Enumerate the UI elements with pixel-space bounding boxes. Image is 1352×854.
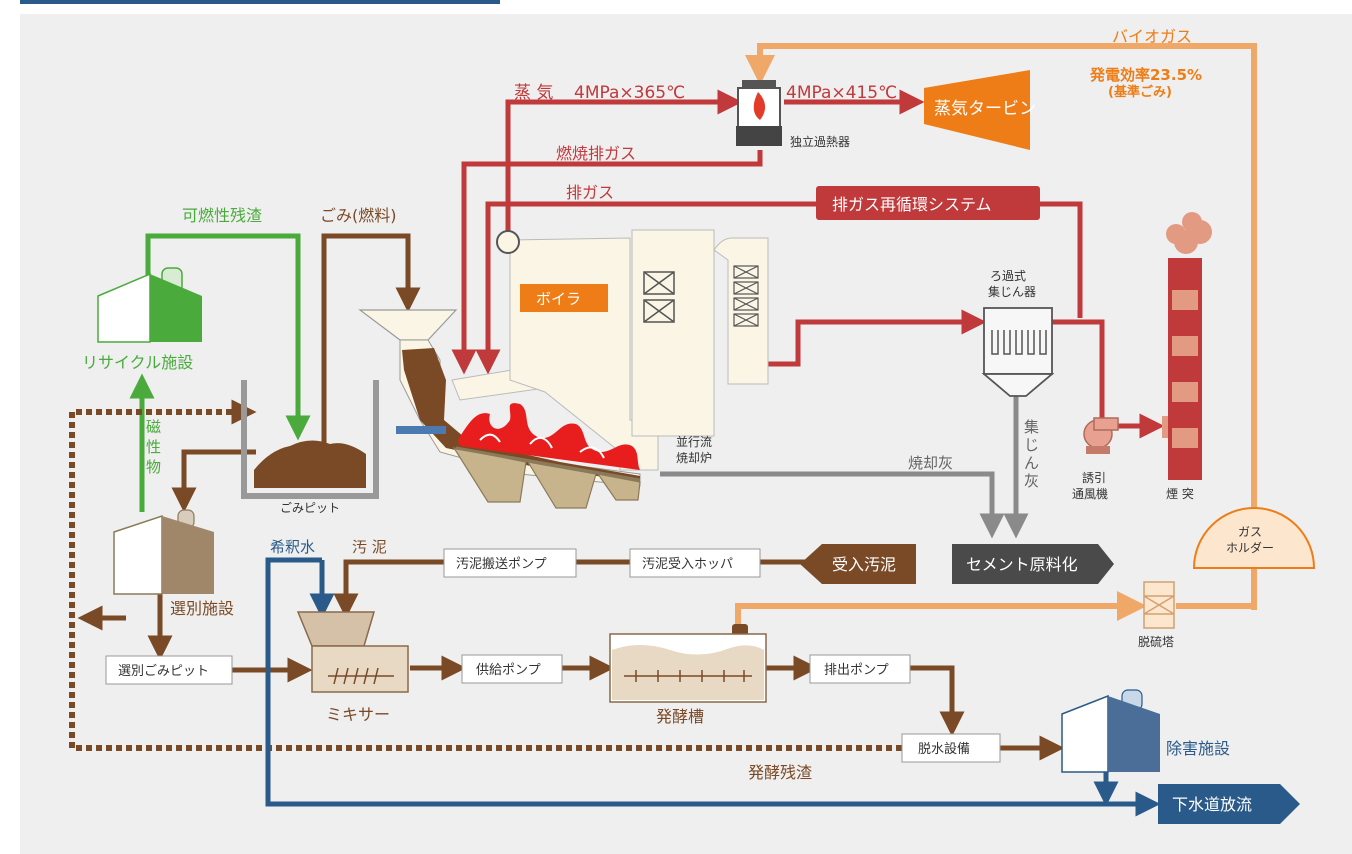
steam-turbine-label: 蒸気タービン — [934, 99, 1036, 119]
abatement-label: 除害施設 — [1166, 739, 1230, 758]
boiler-label: ボイラ — [536, 290, 581, 308]
recirculation-label: 排ガス再循環システム — [832, 195, 992, 214]
dilution-water-label: 希釈水 — [270, 538, 315, 556]
fermenter-unit — [609, 624, 767, 703]
recirculation-box — [816, 186, 1040, 220]
cement-box — [952, 544, 1114, 584]
biogas-line — [745, 43, 1257, 610]
steam-turbine — [924, 70, 1030, 150]
efficiency-label: 発電効率23.5% — [1089, 66, 1202, 84]
garbage-pit-tank — [241, 380, 379, 499]
supply-pump-label: 供給ポンプ — [476, 663, 541, 678]
sorted-pit-box — [105, 655, 233, 685]
fly-ash-label-2: じ — [1024, 436, 1039, 454]
top-accent-bar — [20, 0, 500, 4]
sewer-label: 下水道放流 — [1172, 795, 1252, 814]
discharge-pump-box — [809, 654, 911, 684]
stack-label: 煙 突 — [1166, 486, 1194, 501]
bag-filter-label-2: 集じん器 — [988, 284, 1036, 299]
efficiency-note: (基準ごみ) — [1108, 84, 1172, 100]
fly-ash-label-3: ん — [1024, 454, 1039, 472]
bag-filter — [981, 307, 1055, 397]
recycling-facility — [97, 267, 202, 343]
abatement-facility — [1061, 689, 1160, 773]
dewatering-label: 脱水設備 — [918, 741, 970, 757]
fermentation-residue-label: 発酵残渣 — [748, 763, 812, 782]
received-sludge-box — [800, 544, 916, 584]
garbage-fuel-line — [321, 233, 421, 444]
bag-filter-label-1: ろ過式 — [990, 269, 1026, 283]
gas-holder-label-1: ガス — [1238, 525, 1262, 539]
discharge-pump-label: 排出ポンプ — [824, 663, 889, 678]
sorted-pit-label: 選別ごみピット — [118, 663, 209, 679]
cement-label: セメント原料化 — [966, 555, 1078, 574]
steam-label: 蒸 気 — [514, 83, 553, 103]
superheater-label: 独立過熱器 — [790, 134, 850, 149]
incineration-ash-line — [660, 471, 1005, 539]
supply-pump-box — [461, 654, 563, 684]
sludge-label: 汚 泥 — [352, 538, 387, 556]
mixer-unit — [296, 611, 409, 693]
fly-ash-label-4: 灰 — [1024, 472, 1039, 490]
magnetic-label-3: 物 — [146, 458, 161, 476]
garbage-pit-label: ごみピット — [280, 500, 340, 515]
fermentation-residue-line — [69, 409, 902, 751]
fan-label-2: 通風機 — [1072, 486, 1108, 501]
sludge-pump-box — [443, 548, 577, 578]
pit-to-sorting-line — [171, 449, 256, 513]
superheater — [736, 80, 782, 146]
flames — [458, 403, 640, 470]
sewer-line — [265, 557, 1161, 817]
sludge-hopper-box — [629, 548, 761, 578]
incineration-ash-label: 焼却灰 — [908, 454, 953, 472]
desulfurizer-label: 脱硫塔 — [1138, 634, 1174, 649]
sludge-hopper-label: 汚泥受入ホッパ — [642, 557, 733, 572]
mixer-label: ミキサー — [326, 705, 390, 724]
sludge-line — [333, 559, 444, 619]
induced-draft-fan — [1083, 417, 1119, 454]
fan-label-1: 誘引 — [1082, 471, 1106, 485]
received-sludge-label: 受入汚泥 — [832, 555, 896, 574]
steam-in-label: 4MPa×365℃ — [574, 83, 685, 103]
combustible-residue-label: 可燃性残渣 — [182, 206, 262, 225]
gas-holder — [1192, 507, 1316, 569]
steam-out-label: 4MPa×415℃ — [786, 83, 897, 103]
grate-hopper-3 — [596, 473, 641, 501]
incinerator-label-1: 並行流 — [676, 435, 712, 449]
chimney — [1162, 212, 1212, 480]
fly-ash-label-1: 集 — [1024, 418, 1039, 436]
biogas-label: バイオガス — [1112, 27, 1192, 46]
garbage-fuel-label: ごみ(燃料) — [320, 206, 397, 225]
steam-drum — [496, 230, 520, 254]
sludge-pump-label: 汚泥搬送ポンプ — [456, 557, 547, 572]
boiler-label-box — [520, 284, 608, 312]
exhaust-gas-label: 排ガス — [566, 183, 614, 202]
magnetic-label-1: 磁 — [146, 418, 161, 436]
gas-holder-label-2: ホルダー — [1226, 540, 1274, 555]
sewer-box — [1158, 784, 1300, 824]
filter-to-fan-line — [1052, 319, 1105, 420]
exhaust-gas-line — [475, 201, 1083, 375]
recycling-label: リサイクル施設 — [82, 353, 193, 372]
combustion-gas-label: 燃焼排ガス — [556, 144, 636, 163]
sorting-label: 選別施設 — [170, 599, 234, 618]
incinerator — [358, 309, 641, 509]
steam-line — [505, 89, 743, 234]
grate-hopper-2 — [526, 461, 597, 509]
magnetic-label-2: 性 — [146, 438, 161, 456]
dewatering-box — [901, 733, 1001, 763]
desulfurizer — [1143, 581, 1175, 629]
combustion-gas-line — [451, 150, 763, 375]
pump-to-dewatering-line — [910, 665, 965, 737]
pusher — [396, 426, 446, 434]
boiler-to-filter-line — [750, 309, 987, 367]
boiler — [451, 229, 769, 471]
biogas-to-desulfurizer-line — [735, 591, 1147, 628]
sorting-facility — [113, 509, 214, 595]
incinerator-label-2: 焼却炉 — [676, 451, 712, 465]
fermenter-label: 発酵槽 — [656, 707, 704, 726]
